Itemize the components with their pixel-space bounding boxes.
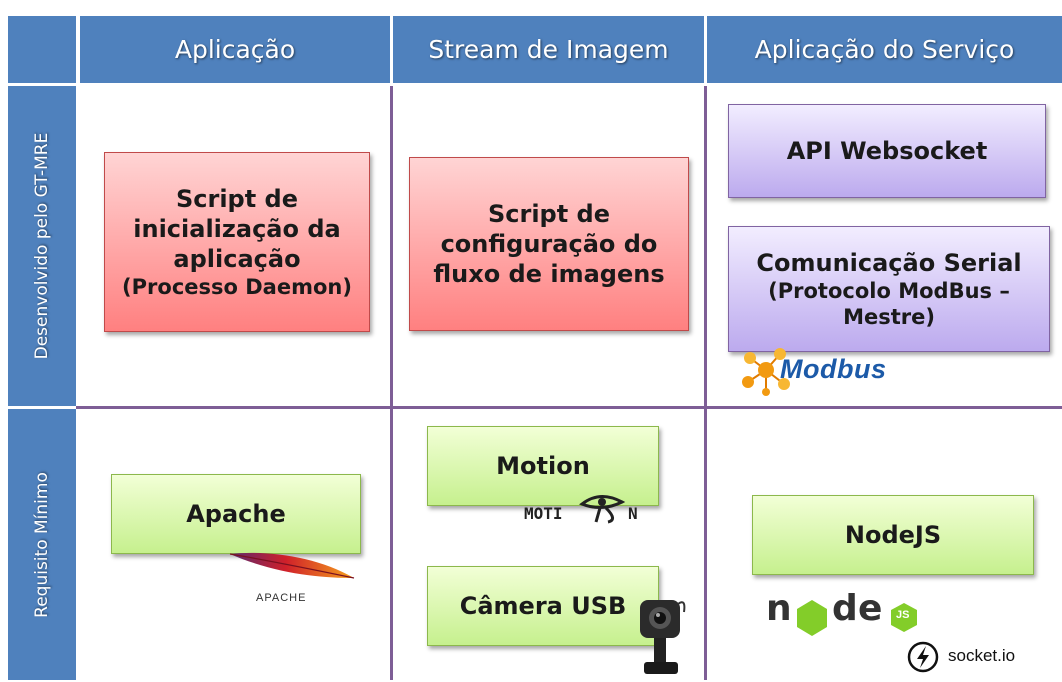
nodejs-label: NodeJS xyxy=(844,521,942,549)
node-logo-e: e xyxy=(858,588,883,629)
modbus-logo-text: Modbus xyxy=(780,354,887,384)
row-label-desenvolvido: Desenvolvido pelo GT-MRE xyxy=(8,86,76,406)
serial-line3: Mestre) xyxy=(843,305,935,329)
apache-logo-text: APACHE xyxy=(256,592,307,604)
script-init-line1: Script de xyxy=(175,184,299,213)
grid-line-row-divider xyxy=(76,406,1062,409)
socketio-logo-text: socket.io xyxy=(948,646,1016,665)
modbus-logo: Modbus xyxy=(740,346,930,396)
nodejs-box: NodeJS xyxy=(752,495,1034,575)
serial-box: Comunicação Serial (Protocolo ModBus – M… xyxy=(728,226,1050,352)
node-js-hexagon-icon xyxy=(891,603,917,632)
row-label-desenvolvido-text: Desenvolvido pelo GT-MRE xyxy=(32,132,52,360)
motion-logo-text-left: MOTI xyxy=(524,504,563,523)
socketio-logo: socket.io xyxy=(906,640,1056,676)
script-config-box: Script de configuração do fluxo de image… xyxy=(409,157,689,331)
motion-label: Motion xyxy=(496,452,590,480)
socketio-bolt-icon xyxy=(907,641,939,673)
node-logo-d: d xyxy=(832,588,858,629)
apache-box: Apache xyxy=(111,474,361,554)
header-corner xyxy=(8,16,76,83)
camera-box: Câmera USB xyxy=(427,566,659,646)
header-stream-de-imagem: Stream de Imagem xyxy=(393,16,704,83)
apache-label: Apache xyxy=(186,500,286,528)
script-config-line3: fluxo de imagens xyxy=(433,260,665,288)
node-hexagon-icon xyxy=(797,600,827,636)
header-aplicacao-do-servico: Aplicação do Serviço xyxy=(707,16,1062,83)
camera-label: Câmera USB xyxy=(459,592,627,620)
apache-feather-icon xyxy=(229,552,355,579)
serial-line2: (Protocolo ModBus – xyxy=(768,278,1010,303)
script-init-line3: aplicação xyxy=(173,244,301,273)
node-logo-js: JS xyxy=(896,609,910,621)
node-logo: n d e JS xyxy=(766,588,936,642)
grid-line-col2 xyxy=(390,86,393,680)
api-websocket-box: API Websocket xyxy=(728,104,1046,198)
serial-line1: Comunicação Serial xyxy=(756,248,1022,277)
webcam-image xyxy=(638,596,686,678)
grid-line-col3 xyxy=(704,86,707,680)
header-aplicacao: Aplicação xyxy=(80,16,390,83)
script-init-line4: (Processo Daemon) xyxy=(122,274,352,299)
motion-logo: MOTI N xyxy=(524,490,654,530)
row-label-requisito: Requisito Mínimo xyxy=(8,409,76,680)
modbus-network-icon xyxy=(742,348,790,396)
script-config-line2: configuração do xyxy=(440,230,658,258)
node-logo-n: n xyxy=(766,588,792,629)
webcam-icon xyxy=(640,600,686,674)
script-config-line1: Script de xyxy=(487,200,611,228)
apache-logo: APACHE xyxy=(226,548,366,608)
api-websocket-label: API Websocket xyxy=(786,137,988,165)
motion-logo-text-right: N xyxy=(628,504,638,523)
script-init-box: Script de inicialização da aplicação (Pr… xyxy=(104,152,370,332)
motion-box: Motion xyxy=(427,426,659,506)
row-label-requisito-text: Requisito Mínimo xyxy=(32,471,52,618)
script-init-line2: inicialização da xyxy=(133,214,341,243)
eye-of-horus-icon xyxy=(579,495,626,524)
